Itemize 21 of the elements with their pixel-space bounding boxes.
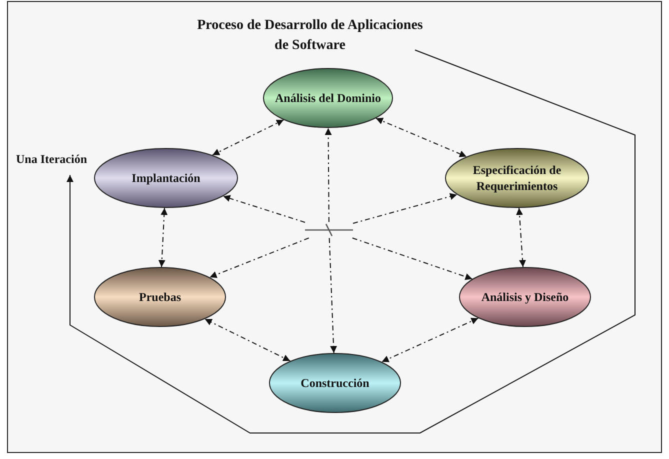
- arrow: [209, 238, 310, 278]
- phase-label: Análisis y Diseño: [481, 289, 569, 305]
- phase-label: Construcción: [300, 375, 370, 391]
- arrow: [324, 128, 332, 222]
- phase-label: Implantación: [132, 170, 200, 186]
- arrow: [381, 318, 479, 362]
- diagram-title: Proceso de Desarrollo de Aplicaciones de Software: [196, 17, 424, 55]
- arrow: [375, 118, 467, 158]
- iteration-label: Una Iteración: [16, 150, 87, 166]
- arrow: [222, 195, 306, 223]
- arrow: [328, 238, 338, 354]
- phase-label: Análisis del Dominio: [274, 90, 382, 106]
- arrow: [352, 238, 473, 280]
- phase-label: Especificación de Requerimientos: [472, 162, 562, 194]
- arrow: [204, 318, 291, 362]
- phase-label: Pruebas: [139, 289, 181, 305]
- arrow: [158, 208, 168, 268]
- arrow: [516, 208, 526, 268]
- arrow: [352, 193, 458, 224]
- arrow: [66, 50, 636, 434]
- arrow: [212, 119, 284, 156]
